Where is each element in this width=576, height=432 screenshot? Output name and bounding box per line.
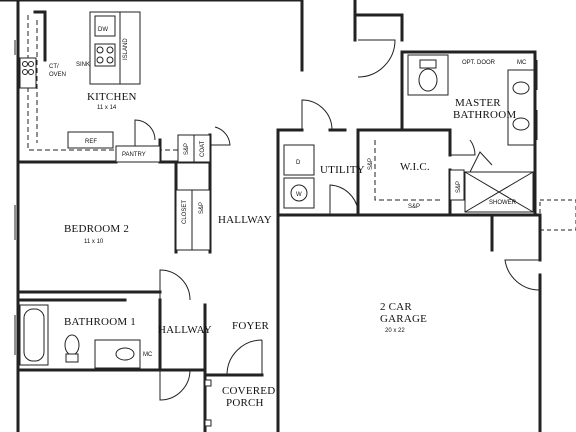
kitchen-title: KITCHEN	[87, 91, 137, 103]
master-vanity	[507, 69, 535, 146]
refrigerator	[67, 131, 114, 149]
garage: 2 CAR GARAGE 20 x 22	[380, 199, 576, 334]
sp-wic-right-label: S&P	[456, 181, 462, 193]
cooktop-oven	[19, 57, 37, 89]
dryer-label: D	[296, 160, 301, 166]
pantry	[115, 145, 161, 163]
sp-hall-label: S&P	[184, 143, 190, 155]
sp-bedroom-closet	[191, 189, 211, 251]
kitchen-dims: 11 x 14	[97, 105, 117, 111]
coat-closet	[193, 134, 211, 163]
coat-label: COAT	[200, 140, 206, 157]
hallways: HALLWAY HALLWAY FOYER COVERED PORCH	[158, 214, 275, 427]
kitchen-sink	[94, 43, 116, 67]
bedroom2-dims: 11 x 10	[84, 239, 104, 245]
master-bathroom: OPT. DOOR MC MASTER BATHROOM SHOWER	[407, 54, 538, 213]
master-bath-title-line1: MASTER	[455, 97, 501, 109]
foyer-title: FOYER	[232, 320, 270, 332]
garage-title-line2: GARAGE	[380, 313, 427, 325]
opt-door-label: OPT. DOOR	[462, 60, 496, 66]
washer	[283, 177, 315, 209]
sp-wic-right	[449, 169, 465, 201]
bathroom-1: MC BATHROOM 1	[14, 304, 191, 401]
bathroom1-title: BATHROOM 1	[64, 316, 136, 328]
closet-label: CLOSET	[182, 200, 188, 224]
porch-title-line2: PORCH	[226, 397, 264, 409]
ref-label: REF	[85, 139, 97, 145]
utility-room: D W UTILITY	[283, 39, 396, 215]
porch-title-line1: COVERED	[222, 385, 275, 397]
shower-label: SHOWER	[489, 200, 517, 206]
hallway-lower-title: HALLWAY	[158, 324, 212, 336]
sp-bed-label: S&P	[199, 202, 205, 214]
kitchen-area: DW SINK ISLAND CT/ OVEN REF PANTRY S&P C…	[14, 11, 231, 163]
toilet-bath1	[64, 334, 80, 356]
bedroom2-title: BEDROOM 2	[64, 223, 129, 235]
utility-title: UTILITY	[320, 164, 365, 176]
ct-label: CT/	[49, 64, 59, 70]
walk-in-closet: S&P S&P S&P W.I.C.	[368, 140, 465, 210]
sp-wic-bottom-label: S&P	[408, 204, 420, 210]
bedroom-2: CLOSET S&P BEDROOM 2 11 x 10	[14, 189, 211, 301]
pantry-label: PANTRY	[122, 152, 146, 158]
toilet-master	[418, 68, 438, 92]
dryer	[283, 144, 315, 176]
oven-label: OVEN	[49, 72, 66, 78]
dw-label: DW	[98, 27, 108, 33]
wic-title: W.I.C.	[400, 161, 430, 173]
island-label: ISLAND	[123, 38, 129, 60]
vanity-bath1	[94, 339, 141, 369]
sp-wic-left-label: S&P	[368, 158, 374, 170]
sink-label: SINK	[76, 62, 90, 68]
mc-master-label: MC	[517, 60, 527, 66]
mc-bath1-label: MC	[143, 352, 153, 358]
hallway-main-title: HALLWAY	[218, 214, 272, 226]
garage-exterior-step	[539, 199, 576, 231]
garage-title-line1: 2 CAR	[380, 301, 412, 313]
garage-dims: 20 x 22	[385, 328, 405, 334]
dishwasher	[94, 15, 116, 37]
washer-label: W	[296, 192, 302, 198]
master-bath-title-line2: BATHROOM	[453, 109, 516, 121]
walls	[0, 0, 542, 432]
